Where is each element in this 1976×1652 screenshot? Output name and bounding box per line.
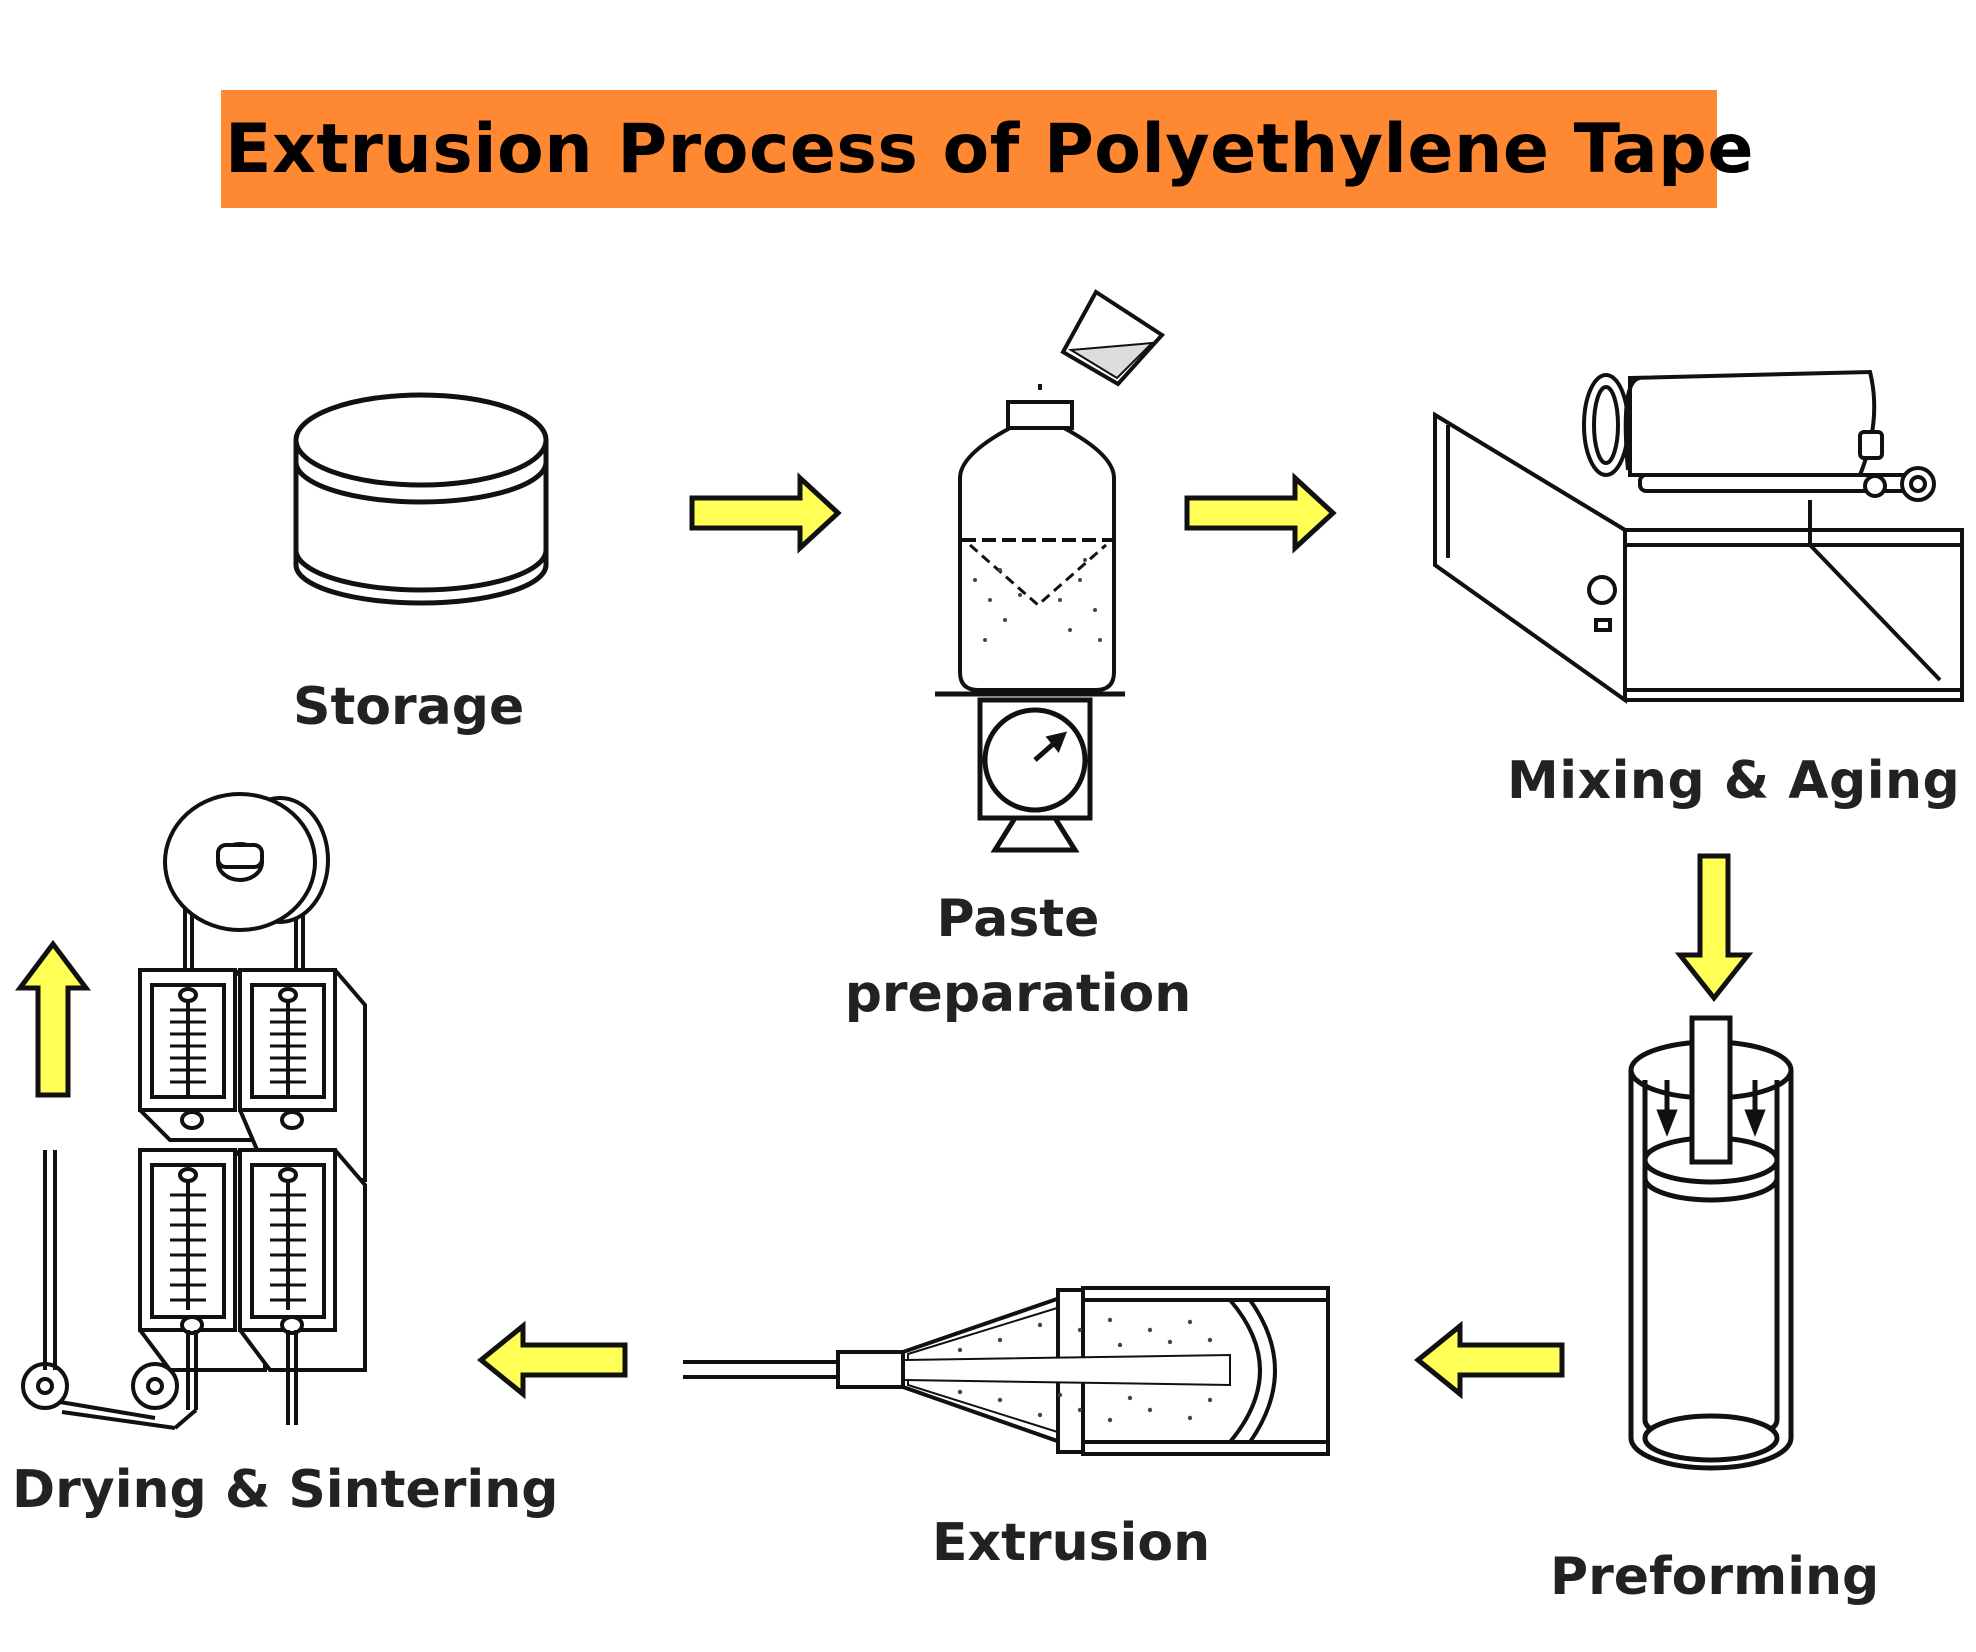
arrow-storage-to-paste-icon — [689, 472, 842, 554]
coil-windings — [170, 1008, 306, 1302]
extruder-die-icon — [683, 1286, 1330, 1456]
arrow-paste-to-mixing-icon — [1184, 472, 1337, 554]
arrow-preforming-to-extrusion-icon — [1414, 1320, 1565, 1400]
flow-arrows — [15, 472, 1754, 1400]
arrow-mixing-to-preforming-icon — [1674, 853, 1754, 1003]
powder-dots — [973, 558, 1102, 642]
beaker-icon — [1060, 289, 1166, 387]
label-preforming: Preforming — [1550, 1547, 1880, 1607]
label-mixing-aging: Mixing & Aging — [1507, 751, 1961, 811]
label-drying-sintering: Drying & Sintering — [12, 1460, 559, 1520]
label-paste-line1: Paste — [936, 889, 1100, 949]
title-banner: Extrusion Process of Polyethylene Tape — [221, 90, 1753, 208]
preforming-cylinder-icon — [1628, 1015, 1794, 1471]
arrow-extrusion-to-drying-icon — [477, 1320, 628, 1400]
label-storage: Storage — [293, 677, 525, 737]
label-paste-line2: preparation — [844, 964, 1192, 1024]
weighing-scale-icon — [935, 691, 1125, 853]
diagram-title: Extrusion Process of Polyethylene Tape — [225, 109, 1754, 189]
storage-drum-icon — [293, 392, 549, 606]
extrusion-particles — [957, 1317, 1213, 1423]
mixing-bottle-icon — [958, 400, 1116, 692]
label-extrusion: Extrusion — [932, 1513, 1211, 1573]
drying-oven-icon — [21, 792, 367, 1430]
arrow-drying-output-icon — [15, 939, 91, 1098]
roller-mixer-icon — [1433, 369, 1964, 704]
